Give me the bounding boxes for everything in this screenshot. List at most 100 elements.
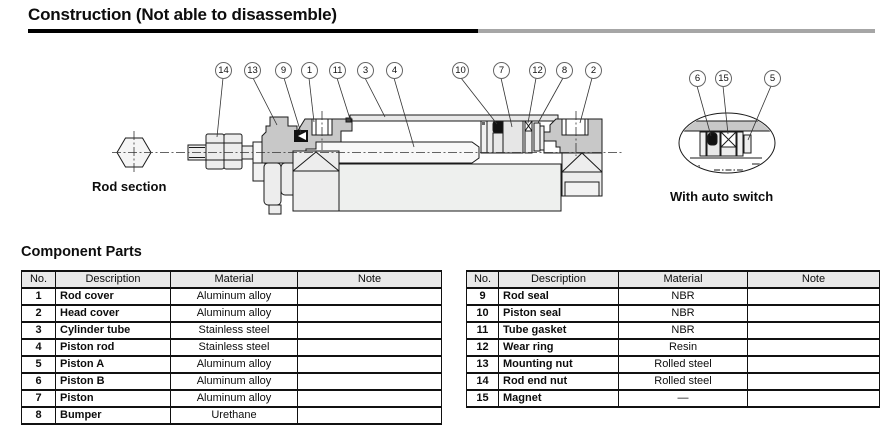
cell-no: 8 — [21, 406, 56, 425]
cylinder-tube-shape — [349, 114, 559, 122]
cell-note — [747, 287, 880, 306]
cell-note — [297, 338, 442, 357]
auto-switch-label: With auto switch — [670, 189, 774, 204]
centerlines — [112, 111, 622, 174]
cell-no: 14 — [466, 372, 499, 391]
cell-material: NBR — [618, 321, 748, 340]
callout-4: 4 — [386, 62, 403, 79]
col-header-description: Description — [498, 270, 619, 289]
cell-material: Aluminum alloy — [170, 355, 298, 374]
cell-note — [747, 389, 880, 408]
cell-description: Tube gasket — [498, 321, 619, 340]
cell-material: Aluminum alloy — [170, 372, 298, 391]
callout-12: 12 — [529, 62, 546, 79]
cell-note — [747, 321, 880, 340]
callout-2: 2 — [585, 62, 602, 79]
cell-note — [747, 372, 880, 391]
title-underline — [28, 29, 875, 33]
callout-13: 13 — [244, 62, 261, 79]
callout-15: 15 — [715, 70, 732, 87]
table-header-row: No. Description Material Note — [21, 270, 442, 289]
cell-no: 13 — [466, 355, 499, 374]
cell-note — [297, 372, 442, 391]
cell-material: Stainless steel — [170, 338, 298, 357]
cell-description: Piston rod — [55, 338, 171, 357]
callout-8: 8 — [556, 62, 573, 79]
callout-3: 3 — [357, 62, 374, 79]
cell-no: 4 — [21, 338, 56, 357]
cell-material: Resin — [618, 338, 748, 357]
cell-material: — — [618, 389, 748, 408]
cell-description: Bumper — [55, 406, 171, 425]
callout-14: 14 — [215, 62, 232, 79]
cell-material: Urethane — [170, 406, 298, 425]
piston-a-shape — [736, 131, 744, 157]
page-title: Construction (Not able to disassemble) — [28, 5, 337, 24]
cell-description: Piston — [55, 389, 171, 408]
cell-note — [297, 287, 442, 306]
cell-note — [297, 389, 442, 408]
main-section-view — [116, 114, 603, 215]
callout-1: 1 — [301, 62, 318, 79]
cell-description: Rod end nut — [498, 372, 619, 391]
cell-note — [297, 304, 442, 323]
cell-description: Rod seal — [498, 287, 619, 306]
mounting-nut-shape — [263, 162, 282, 206]
col-header-description: Description — [55, 270, 171, 289]
bumper-shape — [533, 122, 541, 152]
cell-description: Magnet — [498, 389, 619, 408]
cell-material: NBR — [618, 304, 748, 323]
col-header-note: Note — [747, 270, 880, 289]
cell-description: Rod cover — [55, 287, 171, 306]
cell-no: 3 — [21, 321, 56, 340]
component-parts-heading: Component Parts — [21, 244, 142, 260]
cell-material: Aluminum alloy — [170, 389, 298, 408]
cell-no: 11 — [466, 321, 499, 340]
cell-no: 9 — [466, 287, 499, 306]
cell-material: Aluminum alloy — [170, 304, 298, 323]
cell-no: 2 — [21, 304, 56, 323]
cell-description: Cylinder tube — [55, 321, 171, 340]
cell-description: Piston A — [55, 355, 171, 374]
cell-note — [297, 406, 442, 425]
cell-material: Stainless steel — [170, 321, 298, 340]
cell-no: 10 — [466, 304, 499, 323]
callout-leader-lines — [216, 77, 772, 148]
cell-description: Piston seal — [498, 304, 619, 323]
cell-material: Aluminum alloy — [170, 287, 298, 306]
rod-section-label: Rod section — [92, 179, 167, 194]
cell-note — [747, 355, 880, 374]
cell-description: Mounting nut — [498, 355, 619, 374]
callout-5: 5 — [764, 70, 781, 87]
col-header-no: No. — [21, 270, 56, 289]
cell-material: Rolled steel — [618, 372, 748, 391]
rod-end-nut-shape — [205, 133, 225, 170]
cell-description: Wear ring — [498, 338, 619, 357]
col-header-material: Material — [618, 270, 748, 289]
callout-11: 11 — [329, 62, 346, 79]
head-port-shape — [561, 118, 589, 136]
col-header-material: Material — [170, 270, 298, 289]
cell-description: Piston B — [55, 372, 171, 391]
cell-note — [297, 355, 442, 374]
col-header-no: No. — [466, 270, 499, 289]
cell-no: 15 — [466, 389, 499, 408]
callout-6: 6 — [689, 70, 706, 87]
